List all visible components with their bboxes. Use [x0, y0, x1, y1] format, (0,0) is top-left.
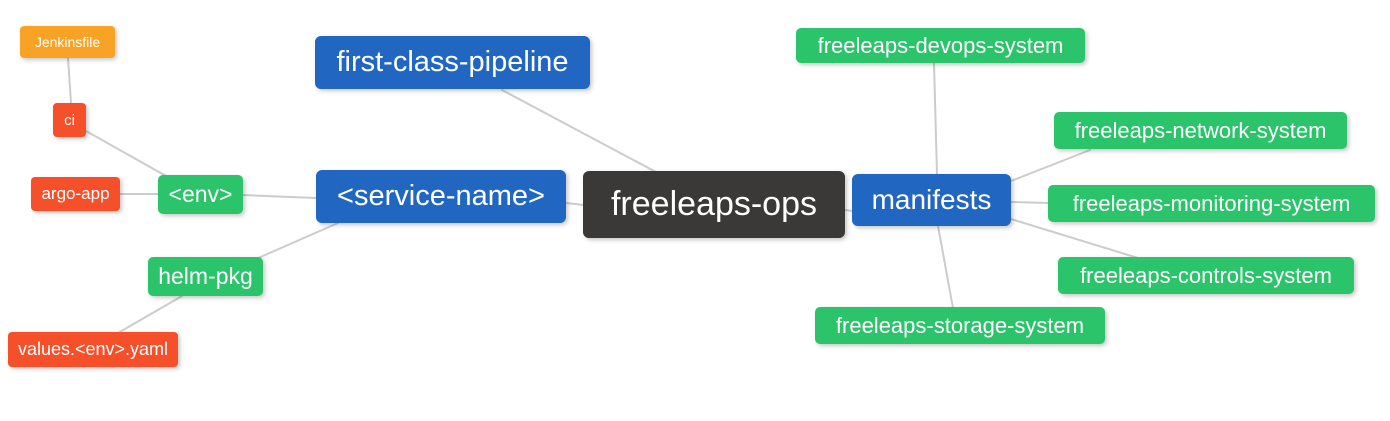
edge-servicename-helmpkg [255, 222, 339, 260]
node-manifests-label: manifests [871, 184, 992, 215]
edge-jenkinsfile-ci [67, 57, 72, 104]
node-freeleaps-monitoring-system-label: freeleaps-monitoring-system [1072, 190, 1351, 216]
node-freeleaps-ops-label: freeleaps-ops [610, 185, 817, 223]
node-env-label: <env> [168, 181, 233, 207]
node-values-env-yaml-label: values.<env>.yaml [17, 339, 169, 359]
node-freeleaps-devops-system-label: freeleaps-devops-system [817, 32, 1064, 58]
node-service-name[interactable]: <service-name> [316, 170, 566, 223]
edge-manifests-storage [937, 225, 954, 309]
node-first-class-pipeline[interactable]: first-class-pipeline [315, 36, 590, 89]
edge-manifests-monitoring [1010, 201, 1050, 204]
node-freeleaps-monitoring-system[interactable]: freeleaps-monitoring-system [1048, 185, 1375, 222]
edge-freeleapsops-manifests [844, 209, 854, 212]
node-freeleaps-storage-system[interactable]: freeleaps-storage-system [815, 307, 1105, 344]
node-freeleaps-network-system[interactable]: freeleaps-network-system [1054, 112, 1347, 149]
node-helm-pkg-label: helm-pkg [158, 263, 253, 289]
node-values-env-yaml[interactable]: values.<env>.yaml [8, 332, 178, 367]
node-helm-pkg[interactable]: helm-pkg [148, 257, 263, 296]
edge-manifests-devops [933, 62, 938, 176]
edge-manifests-network [1010, 149, 1091, 182]
edge-servicename-freeleapsops [565, 202, 585, 206]
edge-pipeline-freeleapsops [501, 89, 657, 173]
node-ci[interactable]: ci [53, 103, 86, 137]
node-jenkinsfile[interactable]: Jenkinsfile [20, 26, 115, 58]
node-argo-app-label: argo-app [41, 184, 110, 203]
node-freeleaps-controls-system-label: freeleaps-controls-system [1080, 262, 1332, 288]
edge-manifests-controls [1010, 218, 1139, 259]
node-argo-app[interactable]: argo-app [31, 177, 120, 211]
node-freeleaps-network-system-label: freeleaps-network-system [1074, 117, 1327, 143]
node-manifests[interactable]: manifests [852, 174, 1011, 226]
node-first-class-pipeline-label: first-class-pipeline [336, 46, 569, 78]
node-service-name-label: <service-name> [337, 180, 545, 212]
node-freeleaps-ops[interactable]: freeleaps-ops [583, 171, 845, 238]
edge-env-servicename [242, 194, 317, 199]
edge-ci-env [85, 130, 167, 177]
node-freeleaps-storage-system-label: freeleaps-storage-system [835, 312, 1085, 338]
node-env[interactable]: <env> [158, 175, 243, 214]
node-freeleaps-controls-system[interactable]: freeleaps-controls-system [1058, 257, 1354, 294]
edge-helmpkg-valuesenvyaml [117, 295, 183, 334]
node-freeleaps-devops-system[interactable]: freeleaps-devops-system [796, 28, 1085, 63]
node-jenkinsfile-label: Jenkinsfile [34, 34, 101, 50]
node-ci-label: ci [64, 111, 75, 129]
